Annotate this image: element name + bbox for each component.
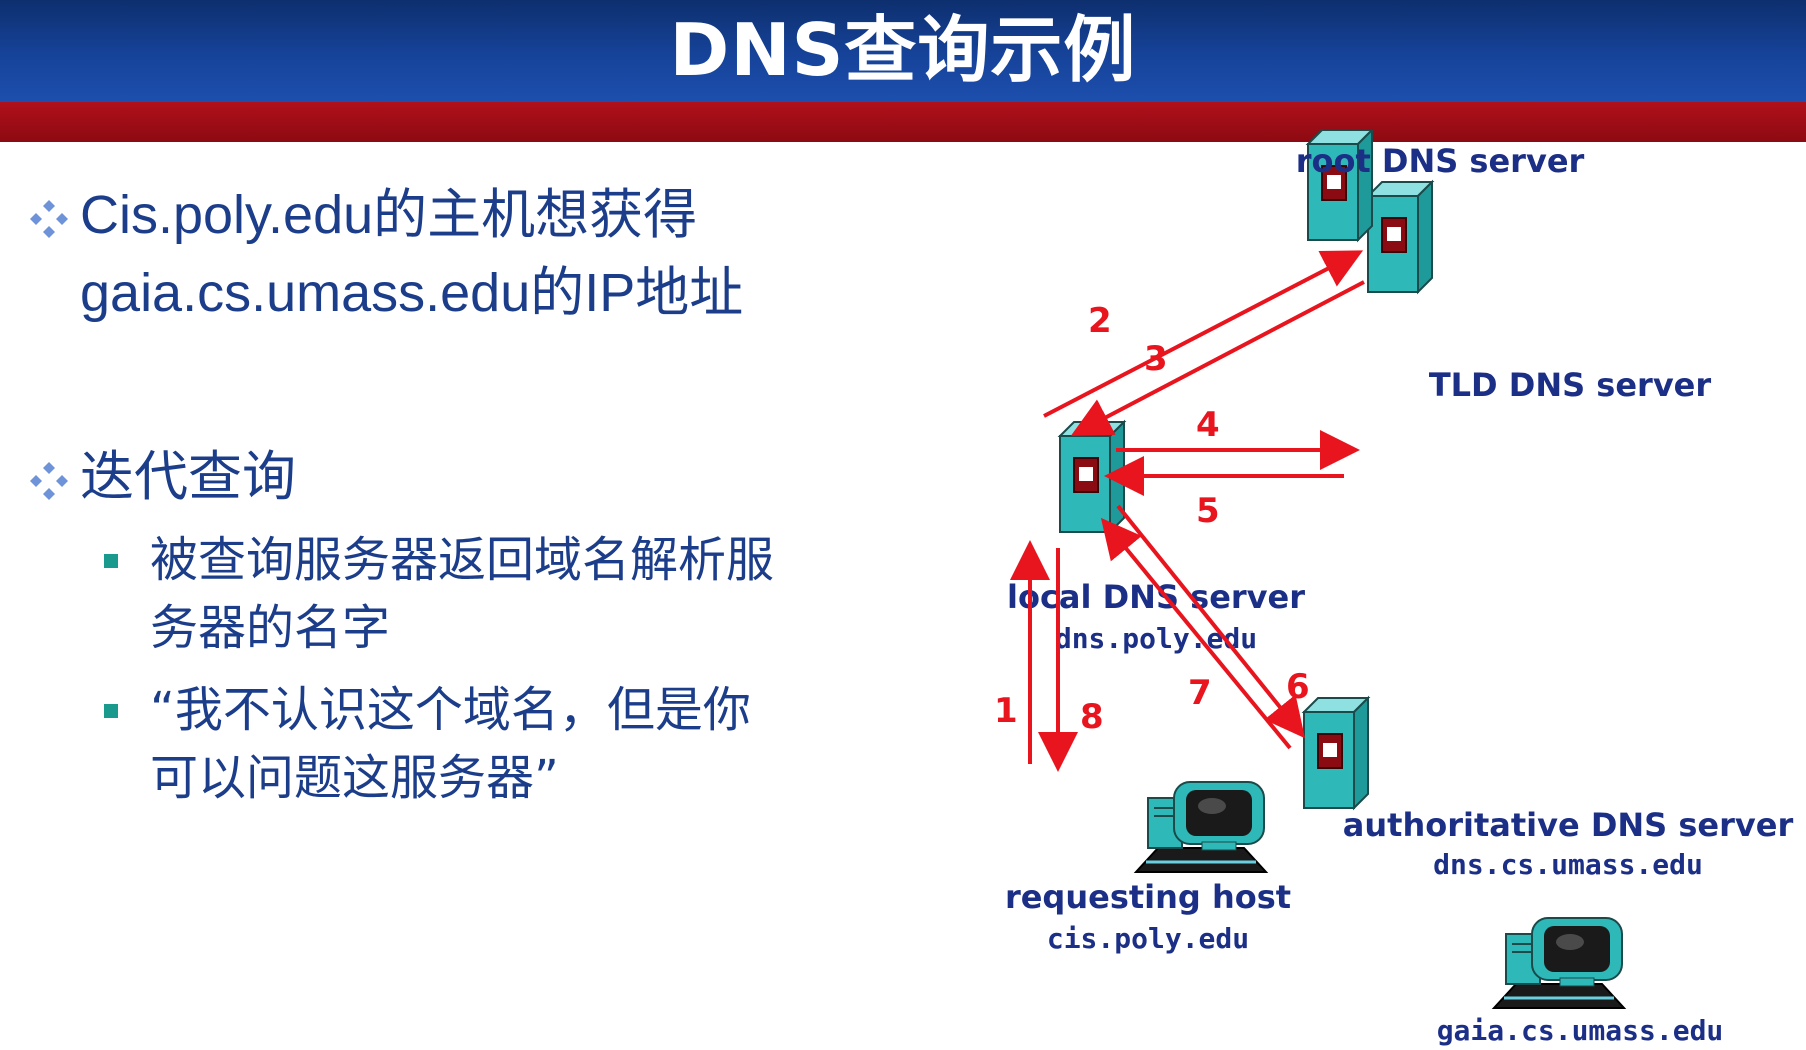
arrow-step-2 [1043, 250, 1364, 418]
step-label-1: 1 [994, 691, 1018, 731]
bullet-line: gaia.cs.umass.edu的IP地址 [80, 263, 744, 323]
bullet-text: 迭代查询 [80, 438, 296, 516]
square-bullet-icon [104, 554, 118, 568]
step-label-2: 2 [1088, 301, 1112, 341]
bullet-item: 迭代查询 [28, 438, 296, 516]
bullet-text: Cis.poly.edu的主机想获得 gaia.cs.umass.edu的IP地… [80, 176, 743, 332]
bullet-list: Cis.poly.edu的主机想获得 gaia.cs.umass.edu的IP地… [0, 0, 900, 1050]
arrow-step-6 [1116, 504, 1306, 739]
requesting-host-label: requesting host [1005, 878, 1291, 916]
sub-bullet-line: “我不认识这个域名，但是你 [150, 682, 751, 738]
step-label-7: 7 [1188, 673, 1212, 713]
step-label-3: 3 [1144, 339, 1168, 379]
diamond-bullet-icon [30, 200, 68, 238]
authoritative-server-icon [1303, 697, 1369, 809]
target-host-computer-icon [1492, 916, 1626, 1010]
requesting-host-computer-icon [1134, 780, 1268, 874]
title-underline-band [0, 102, 1806, 142]
sub-bullet-line: 被查询服务器返回域名解析服 [150, 532, 775, 588]
requesting-host-domain: cis.poly.edu [1047, 922, 1249, 955]
target-host-domain: gaia.cs.umass.edu [1437, 1014, 1724, 1047]
bullet-item: Cis.poly.edu的主机想获得 gaia.cs.umass.edu的IP地… [28, 176, 743, 332]
slide-title: DNS查询示例 [669, 8, 1137, 92]
step-label-5: 5 [1196, 491, 1220, 531]
step-label-6: 6 [1286, 667, 1310, 707]
title-bar [0, 0, 1806, 102]
diamond-bullet-icon [30, 462, 68, 500]
arrow-step-7 [1100, 517, 1292, 750]
square-bullet-icon [104, 704, 118, 718]
sub-bullet-line: 务器的名字 [150, 600, 391, 656]
step-label-4: 4 [1196, 405, 1220, 445]
step-label-8: 8 [1080, 697, 1104, 737]
sub-bullet-line: 可以问题这服务器” [150, 750, 559, 806]
sub-bullet-item: 被查询服务器返回域名解析服 务器的名字 [104, 526, 844, 662]
bullet-line: Cis.poly.edu的主机想获得 [80, 185, 698, 245]
tld-server-label: TLD DNS server [1429, 366, 1712, 404]
dns-diagram: root DNS server TLD DNS server local DNS… [994, 130, 1794, 1047]
bullet-line: 迭代查询 [80, 447, 296, 507]
authoritative-server-domain: dns.cs.umass.edu [1433, 848, 1703, 881]
authoritative-server-label: authoritative DNS server [1343, 806, 1794, 844]
arrow-step-3 [1070, 280, 1365, 436]
root-server-icon [1367, 181, 1433, 293]
sub-bullet-item: “我不认识这个域名，但是你 可以问题这服务器” [104, 676, 844, 812]
root-server-label: root DNS server [1296, 142, 1585, 180]
